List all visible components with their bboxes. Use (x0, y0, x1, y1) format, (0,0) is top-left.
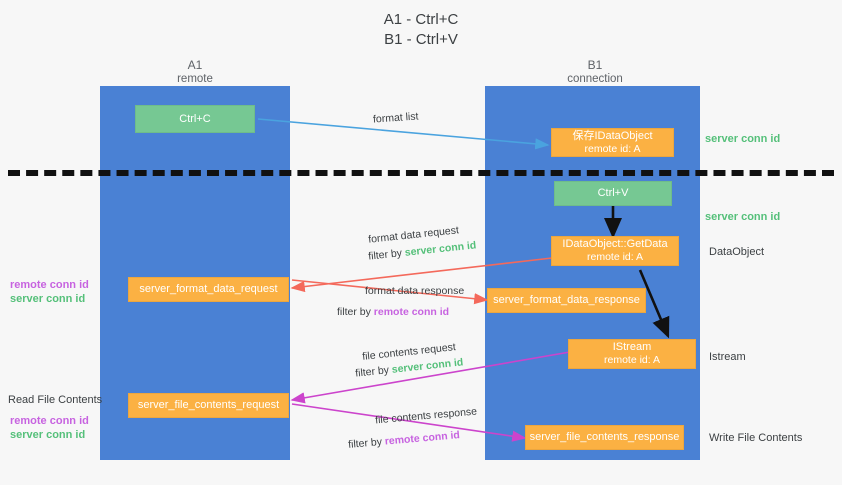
box-server-format-data-request[interactable]: server_format_data_request (128, 277, 289, 302)
filter-key-remote-conn-id: remote conn id (373, 306, 450, 318)
column-right-role: connection (567, 73, 623, 85)
label-right-istream: Istream (709, 351, 746, 363)
arrow-file-contents-request (290, 351, 571, 404)
box-server-file-contents-response[interactable]: server_file_contents_response (525, 425, 684, 450)
column-header-left: A1 remote (120, 58, 270, 86)
arrow-file-contents-response (291, 403, 527, 442)
label-right-server-conn-id-top: server conn id (705, 133, 781, 145)
box-server-file-contents-request-label: server_file_contents_request (137, 399, 280, 411)
box-getdata-line1: IDataObject::GetData (562, 238, 668, 250)
annotation-format-data-response-filter: filter by remote conn id (337, 305, 449, 319)
column-right-name: B1 (587, 58, 603, 72)
column-left-name: A1 (187, 58, 203, 72)
box-server-format-data-response[interactable]: server_format_data_response (487, 288, 646, 313)
box-ctrl-v[interactable]: Ctrl+V (554, 181, 672, 206)
box-server-format-data-request-label: server_format_data_request (139, 283, 278, 295)
box-istream[interactable]: IStream remote id: A (568, 339, 696, 369)
label-left-server-conn-id: server conn id (10, 293, 86, 305)
filter-prefix: filter by (337, 306, 374, 318)
filter-prefix: filter by (347, 435, 386, 451)
annotation-format-data-response: format data response (365, 285, 465, 297)
arrow-format-data-response (291, 279, 489, 305)
title-line-1: A1 - Ctrl+C (383, 11, 459, 28)
column-header-right: B1 connection (520, 58, 670, 86)
box-save-dataobject[interactable]: 保存IDataObject remote id: A (551, 128, 674, 157)
label-left2-remote-conn-id: remote conn id (10, 415, 89, 427)
box-ctrl-c-label: Ctrl+C (179, 112, 211, 125)
box-server-file-contents-response-label: server_file_contents_response (529, 431, 680, 443)
phase-divider (8, 170, 834, 176)
label-read-file-contents: Read File Contents (8, 394, 103, 406)
arrow-getdata-to-istream (638, 269, 670, 339)
box-ctrl-c[interactable]: Ctrl+C (135, 105, 255, 133)
box-getdata-line2: remote id: A (586, 251, 644, 263)
label-left-remote-conn-id: remote conn id (10, 279, 89, 291)
box-istream-line1: IStream (612, 341, 652, 353)
filter-prefix: filter by (354, 363, 393, 380)
box-istream-line2: remote id: A (603, 354, 661, 366)
box-server-format-data-response-label: server_format_data_response (493, 294, 640, 306)
arrow-format-list (257, 118, 550, 150)
box-ctrl-v-label: Ctrl+V (597, 187, 629, 199)
label-right-dataobject: DataObject (709, 246, 765, 258)
label-right-write-file-contents: Write File Contents (709, 432, 803, 444)
box-save-dataobject-line1: 保存IDataObject (572, 129, 653, 142)
label-left2-server-conn-id: server conn id (10, 429, 86, 441)
arrow-format-data-request (290, 257, 553, 293)
column-left-role: remote (177, 73, 213, 85)
title-line-2: B1 - Ctrl+V (384, 31, 458, 48)
box-getdata[interactable]: IDataObject::GetData remote id: A (551, 236, 679, 266)
label-right-server-conn-id-mid: server conn id (705, 211, 781, 223)
filter-prefix: filter by (367, 246, 406, 263)
box-server-file-contents-request[interactable]: server_file_contents_request (128, 393, 289, 418)
box-save-dataobject-line2: remote id: A (584, 142, 641, 155)
diagram-title: A1 - Ctrl+C B1 - Ctrl+V (0, 10, 842, 50)
